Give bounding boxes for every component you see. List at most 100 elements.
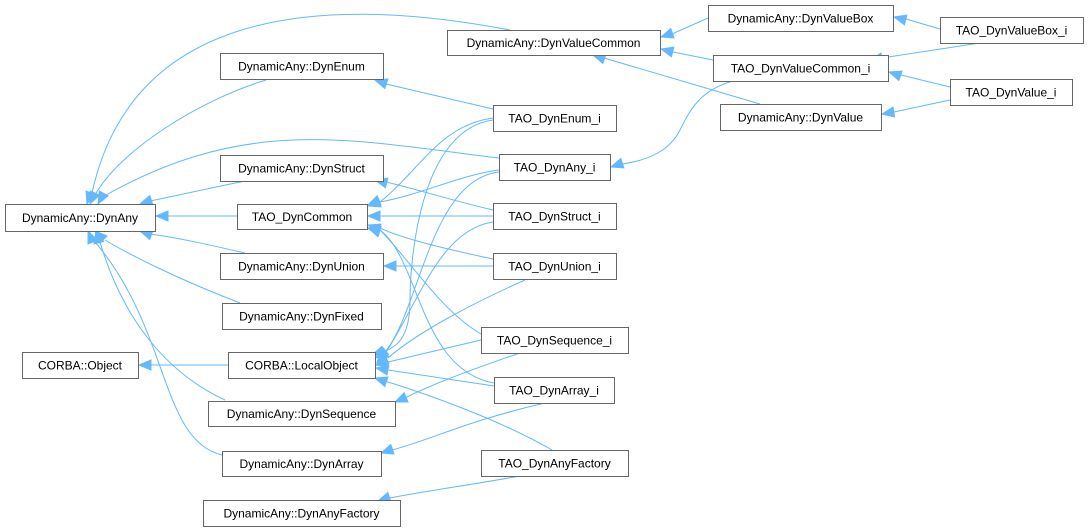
class-node-tdynanyfactory[interactable]: TAO_DynAnyFactory: [481, 450, 629, 477]
class-node-box[interactable]: [720, 104, 882, 131]
class-node-label[interactable]: CORBA::LocalObject: [245, 359, 358, 373]
class-node-label[interactable]: TAO_DynValueCommon_i: [731, 62, 871, 76]
edge-TDynStruct-to-DynCommon: [366, 210, 493, 222]
class-node-dynsequence[interactable]: DynamicAny::DynSequence: [208, 401, 396, 427]
class-node-box[interactable]: [208, 401, 396, 427]
class-node-tdynunion[interactable]: TAO_DynUnion_i: [493, 253, 617, 280]
class-node-box[interactable]: [203, 500, 401, 527]
class-node-label[interactable]: DynamicAny::DynValue: [738, 111, 863, 125]
class-node-tdynvaluecommon[interactable]: TAO_DynValueCommon_i: [713, 55, 889, 82]
class-node-label[interactable]: TAO_DynEnum_i: [508, 112, 600, 126]
class-node-dynfixed[interactable]: DynamicAny::DynFixed: [222, 303, 382, 330]
class-node-tdynany[interactable]: TAO_DynAny_i: [499, 154, 611, 181]
class-node-dynany[interactable]: DynamicAny::DynAny: [5, 204, 156, 232]
edge-line: [105, 139, 500, 196]
class-node-label[interactable]: DynamicAny::DynSequence: [227, 407, 377, 421]
class-node-box[interactable]: [222, 451, 382, 477]
class-node-box[interactable]: [228, 352, 376, 379]
class-node-tdynsequence[interactable]: TAO_DynSequence_i: [481, 327, 629, 354]
inheritance-arrowhead-icon: [659, 27, 675, 39]
edge-line: [381, 119, 494, 353]
edge-DynArray-to-DynAny: [87, 229, 223, 456]
class-node-label[interactable]: TAO_DynSequence_i: [497, 334, 612, 348]
class-node-dyncommon[interactable]: TAO_DynCommon: [237, 204, 368, 230]
inheritance-arrowhead-icon: [374, 364, 390, 376]
class-node-dynenum[interactable]: DynamicAny::DynEnum: [220, 53, 384, 80]
class-node-box[interactable]: [220, 53, 384, 80]
class-node-box[interactable]: [493, 105, 617, 132]
edge-TDynStruct-to-DynStruct: [373, 177, 494, 211]
edge-LocalObject-to-CorbaObject: [137, 359, 228, 371]
class-node-box[interactable]: [493, 253, 617, 280]
class-node-label[interactable]: TAO_DynValueBox_i: [956, 24, 1068, 38]
class-node-box[interactable]: [220, 253, 384, 280]
inheritance-arrowhead-icon: [880, 106, 896, 118]
class-node-box[interactable]: [940, 17, 1084, 44]
class-node-tdynarray[interactable]: TAO_DynArray_i: [494, 377, 615, 404]
class-node-label[interactable]: DynamicAny::DynEnum: [238, 60, 365, 74]
class-node-label[interactable]: TAO_DynAny_i: [514, 161, 596, 175]
edge-line: [384, 221, 494, 355]
class-node-box[interactable]: [220, 155, 384, 182]
class-node-label[interactable]: DynamicAny::DynValueCommon: [467, 36, 641, 50]
class-node-box[interactable]: [494, 377, 615, 404]
class-node-label[interactable]: TAO_DynStruct_i: [508, 210, 600, 224]
class-node-localobject[interactable]: CORBA::LocalObject: [228, 352, 376, 379]
edge-line: [900, 74, 951, 88]
edge-TDynArray-to-LocalObject: [374, 364, 495, 387]
class-node-dynarray[interactable]: DynamicAny::DynArray: [222, 451, 382, 477]
class-node-dynstruct[interactable]: DynamicAny::DynStruct: [220, 155, 384, 182]
class-node-label[interactable]: DynamicAny::DynValueBox: [728, 12, 874, 26]
class-node-box[interactable]: [447, 30, 661, 56]
class-node-dynvaluebox[interactable]: DynamicAny::DynValueBox: [708, 5, 894, 32]
inheritance-arrowhead-icon: [393, 391, 409, 403]
class-node-tdynstruct[interactable]: TAO_DynStruct_i: [493, 203, 617, 230]
class-node-label[interactable]: TAO_DynArray_i: [509, 384, 599, 398]
class-node-dynanyfactory[interactable]: DynamicAny::DynAnyFactory: [203, 500, 401, 527]
class-node-label[interactable]: DynamicAny::DynUnion: [238, 260, 365, 274]
edge-line: [385, 83, 494, 110]
edge-line: [389, 475, 521, 499]
class-node-corbaobject[interactable]: CORBA::Object: [22, 352, 139, 379]
class-node-label[interactable]: DynamicAny::DynAny: [22, 211, 138, 225]
class-node-label[interactable]: TAO_DynAnyFactory: [498, 457, 610, 471]
class-node-label[interactable]: DynamicAny::DynStruct: [238, 162, 365, 176]
class-node-box[interactable]: [713, 55, 889, 82]
inheritance-arrowhead-icon: [887, 70, 903, 82]
edge-line: [672, 51, 714, 61]
class-node-dynunion[interactable]: DynamicAny::DynUnion: [220, 253, 384, 280]
class-node-label[interactable]: TAO_DynUnion_i: [508, 260, 600, 274]
class-node-label[interactable]: TAO_DynValue_i: [966, 86, 1057, 100]
edge-line: [905, 18, 941, 30]
edge-DynUnion-to-DynAny: [138, 229, 246, 254]
class-node-dynvaluecommon[interactable]: DynamicAny::DynValueCommon: [447, 30, 661, 56]
class-node-label[interactable]: DynamicAny::DynArray: [239, 457, 363, 471]
class-node-label[interactable]: TAO_DynCommon: [252, 210, 352, 224]
class-node-tdynvalue[interactable]: TAO_DynValue_i: [950, 79, 1073, 106]
class-node-tdynenum[interactable]: TAO_DynEnum_i: [493, 105, 617, 132]
class-node-box[interactable]: [493, 203, 617, 230]
class-node-dynvalue[interactable]: DynamicAny::DynValue: [720, 104, 882, 131]
class-node-box[interactable]: [499, 154, 611, 181]
class-node-box[interactable]: [481, 327, 629, 354]
class-node-label[interactable]: CORBA::Object: [38, 359, 123, 373]
class-node-box[interactable]: [22, 352, 139, 379]
edge-line: [91, 13, 511, 194]
class-node-label[interactable]: DynamicAny::DynAnyFactory: [223, 507, 379, 521]
class-node-box[interactable]: [708, 5, 894, 32]
edge-TDynAnyFactory-to-DynAnyFactory: [376, 475, 521, 503]
class-node-box[interactable]: [237, 204, 368, 230]
edge-TDynEnum-to-DynEnum: [373, 78, 494, 110]
class-node-box[interactable]: [481, 450, 629, 477]
edge-TDynValue-to-DynValue: [880, 99, 951, 118]
edge-line: [881, 42, 981, 59]
edge-DynValueCommon-to-DynAny: [85, 13, 511, 206]
class-node-box[interactable]: [950, 79, 1073, 106]
edge-line: [671, 17, 709, 35]
class-node-box[interactable]: [5, 204, 156, 232]
inheritance-arrowhead-icon: [373, 376, 389, 388]
class-node-tdynvaluebox[interactable]: TAO_DynValueBox_i: [940, 17, 1084, 44]
class-node-box[interactable]: [222, 303, 382, 330]
inheritance-arrowhead-icon: [366, 225, 382, 237]
class-node-label[interactable]: DynamicAny::DynFixed: [239, 310, 364, 324]
